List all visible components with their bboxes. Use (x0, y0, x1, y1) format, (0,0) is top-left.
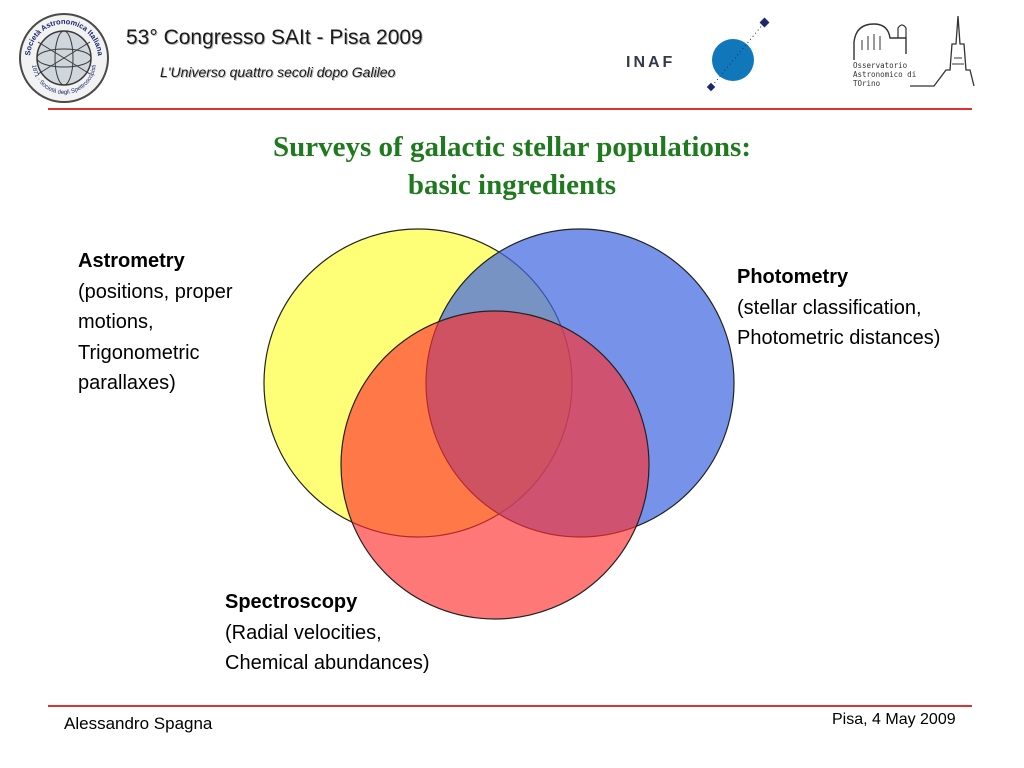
conference-subtitle: L'Universo quattro secoli dopo Galileo (160, 64, 396, 80)
label-photometry-line: (stellar classification, (737, 296, 922, 319)
label-photometry: Photometry (stellar classification, Phot… (737, 262, 940, 354)
label-astrometry-line: parallaxes) (78, 372, 176, 394)
header-rule (48, 108, 972, 110)
footer-author: Alessandro Spagna (64, 714, 213, 733)
inaf-logo (706, 17, 770, 92)
inaf-diamond-large (759, 17, 770, 28)
inaf-logo-text: INAF (626, 54, 676, 71)
slide-title: Surveys of galactic stellar populations:… (112, 128, 912, 204)
oato-logo-text: Osservatorio Astronomico di TOrino (853, 61, 917, 88)
label-astrometry: Astrometry (positions, proper motions, T… (78, 246, 233, 399)
label-photometry-line: Photometric distances) (737, 327, 941, 349)
inaf-blue-disc (712, 39, 754, 81)
label-astrometry-line: (positions, proper (78, 280, 233, 303)
label-spectroscopy-head: Spectroscopy (225, 591, 358, 613)
oato-logo (853, 15, 975, 87)
footer-place-date: Pisa, 4 May 2009 (832, 711, 956, 728)
label-astrometry-head: Astrometry (78, 250, 185, 272)
label-spectroscopy-line: Chemical abundances) (225, 652, 430, 674)
label-astrometry-line: Trigonometric (78, 341, 200, 364)
sait-logo: Società Astronomica Italiana 1871 · Soci… (19, 13, 109, 103)
label-astrometry-line: motions, (78, 311, 154, 333)
slide-title-line-2: basic ingredients (407, 169, 617, 201)
venn-circle-spectroscopy (340, 310, 650, 620)
footer-rule (48, 705, 972, 707)
label-spectroscopy: Spectroscopy (Radial velocities, Chemica… (225, 587, 430, 679)
label-photometry-head: Photometry (737, 266, 849, 288)
slide-title-line-1: Surveys of galactic stellar populations: (273, 131, 751, 163)
conference-title: 53° Congresso SAIt - Pisa 2009 (126, 26, 423, 49)
label-spectroscopy-line: (Radial velocities, (225, 621, 382, 644)
